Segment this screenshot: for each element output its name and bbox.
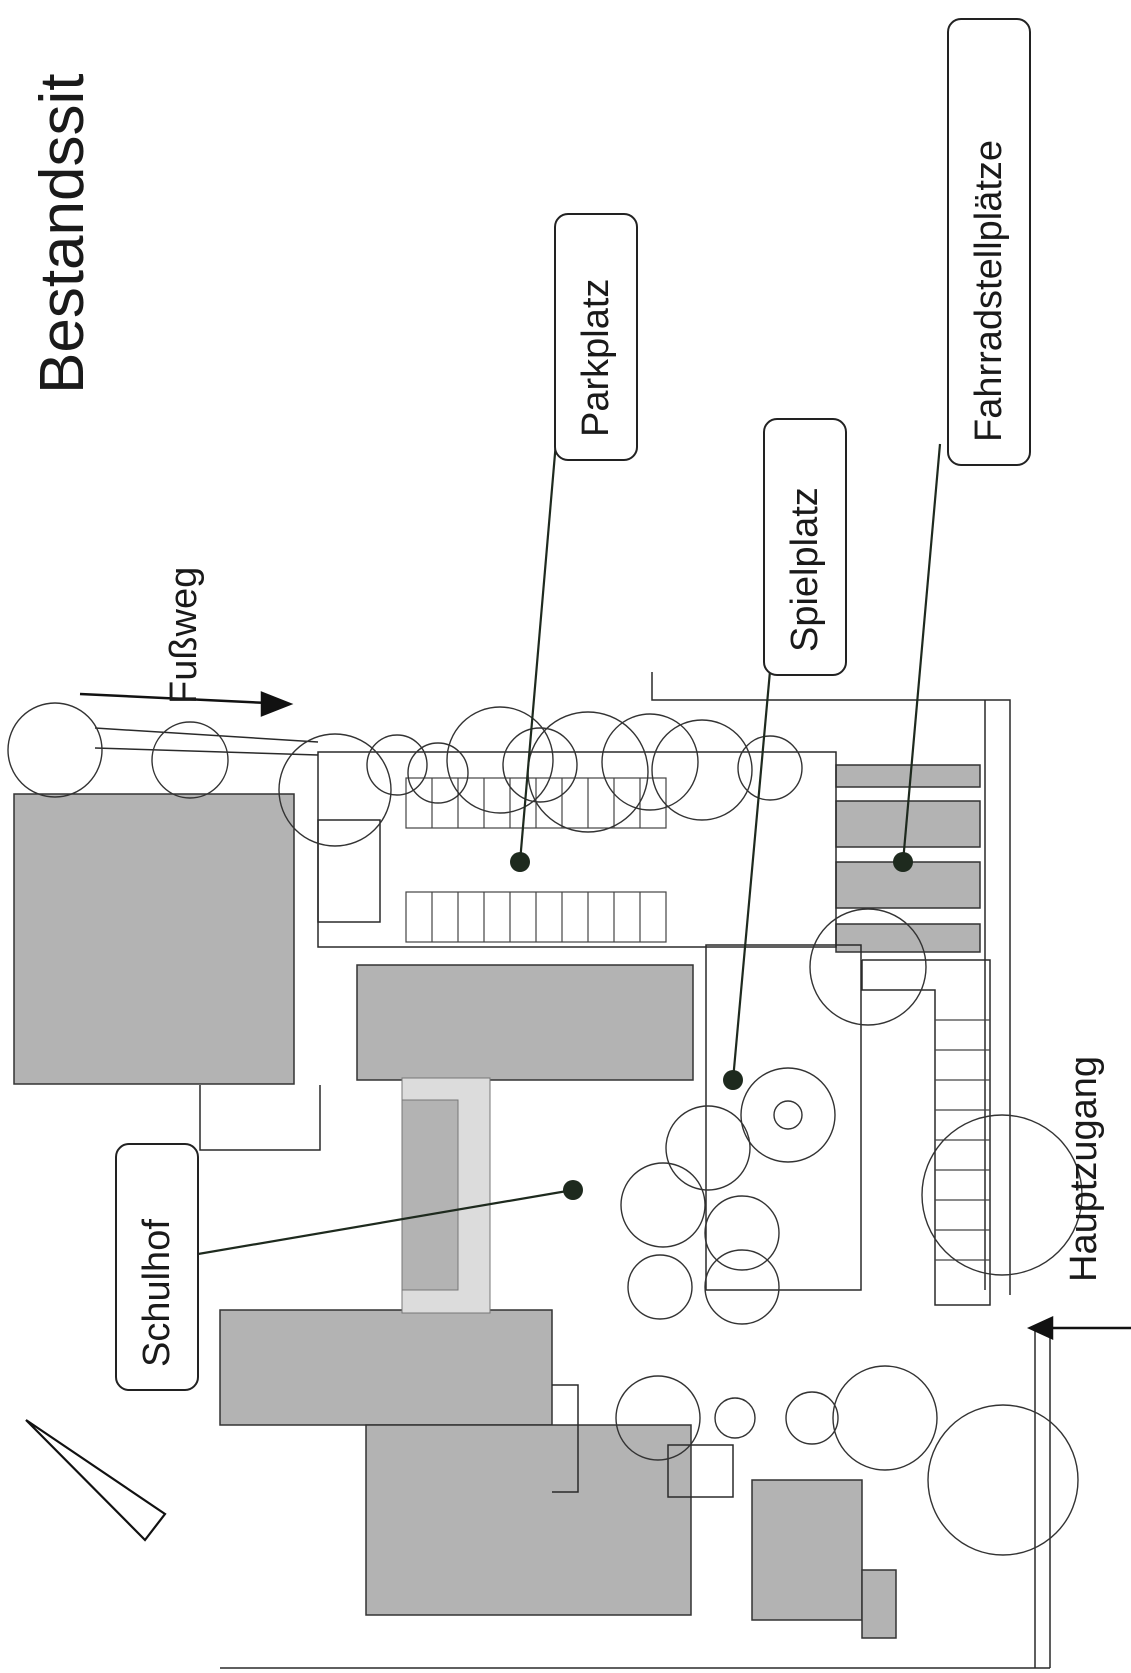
leader-spielplatz (731, 659, 773, 1081)
tree-icon (407, 742, 469, 804)
page-title: Bestandssit (28, 73, 97, 394)
tree-icon (278, 733, 392, 847)
building-south-west (219, 1309, 553, 1426)
building-south (365, 1424, 692, 1616)
tree-icon (773, 1100, 803, 1130)
building-annex (751, 1479, 863, 1621)
tree-icon (651, 719, 753, 821)
tree-icon (737, 735, 803, 801)
tree-icon (615, 1375, 701, 1461)
bike-stand-4 (835, 923, 981, 953)
shed (317, 819, 381, 923)
label-fahrradstellplaetze: Fahrradstellplätze (947, 18, 1031, 466)
parking-rows (405, 777, 667, 943)
path-fussweg (94, 727, 319, 743)
path-fussweg-2 (94, 747, 319, 756)
tree-icon (740, 1067, 836, 1163)
site-edge-east (651, 672, 1011, 1295)
marker-icon (563, 1180, 583, 1200)
label-spielplatz: Spielplatz (763, 418, 847, 676)
yard-edge (552, 1384, 579, 1493)
pond-frame (667, 1444, 734, 1498)
north-arrow-icon (25, 1419, 167, 1542)
leader-schulhof (162, 1188, 574, 1262)
walkway-roof (401, 1099, 459, 1291)
tree-icon (665, 1105, 751, 1191)
tree-icon (627, 1254, 693, 1320)
tree-icon (704, 1249, 780, 1325)
inner-courtyard (199, 1085, 321, 1151)
tree-icon (620, 1162, 706, 1248)
marker-icon (723, 1070, 743, 1090)
arrow-icon (79, 692, 269, 705)
building-west (13, 793, 295, 1085)
parking-outline (317, 751, 837, 948)
tree-icon (151, 721, 229, 799)
leader-fahrrad (901, 443, 942, 863)
label-fussweg: Fußweg (163, 566, 205, 704)
bike-path-stripes (935, 1019, 990, 1261)
playground-fence (705, 944, 862, 1291)
marker-icon (510, 852, 530, 872)
bike-path-outline (861, 959, 991, 1306)
tree-icon (7, 702, 103, 798)
marker-icon (893, 852, 913, 872)
tree-icon (832, 1365, 938, 1471)
trees (7, 702, 1083, 1556)
tree-icon (809, 908, 927, 1026)
tree-icon (502, 727, 578, 803)
bike-stand-1 (835, 764, 981, 788)
tree-icon (921, 1114, 1083, 1276)
label-schulhof: Schulhof (115, 1143, 199, 1391)
leader-parkplatz (518, 441, 558, 863)
tree-icon (714, 1397, 756, 1439)
label-parkplatz: Parkplatz (554, 213, 638, 461)
building-annex-2 (861, 1569, 897, 1639)
tree-icon (601, 713, 699, 811)
tree-icon (927, 1404, 1079, 1556)
tree-icon (366, 734, 428, 796)
arrow-icon (1026, 1316, 1054, 1340)
tree-icon (446, 706, 554, 814)
building-center (356, 964, 694, 1081)
label-hauptzugang: Hauptzugang (1063, 1055, 1105, 1282)
arrow-icon (260, 691, 294, 717)
tree-icon (785, 1391, 839, 1445)
tree-icon (704, 1195, 780, 1271)
